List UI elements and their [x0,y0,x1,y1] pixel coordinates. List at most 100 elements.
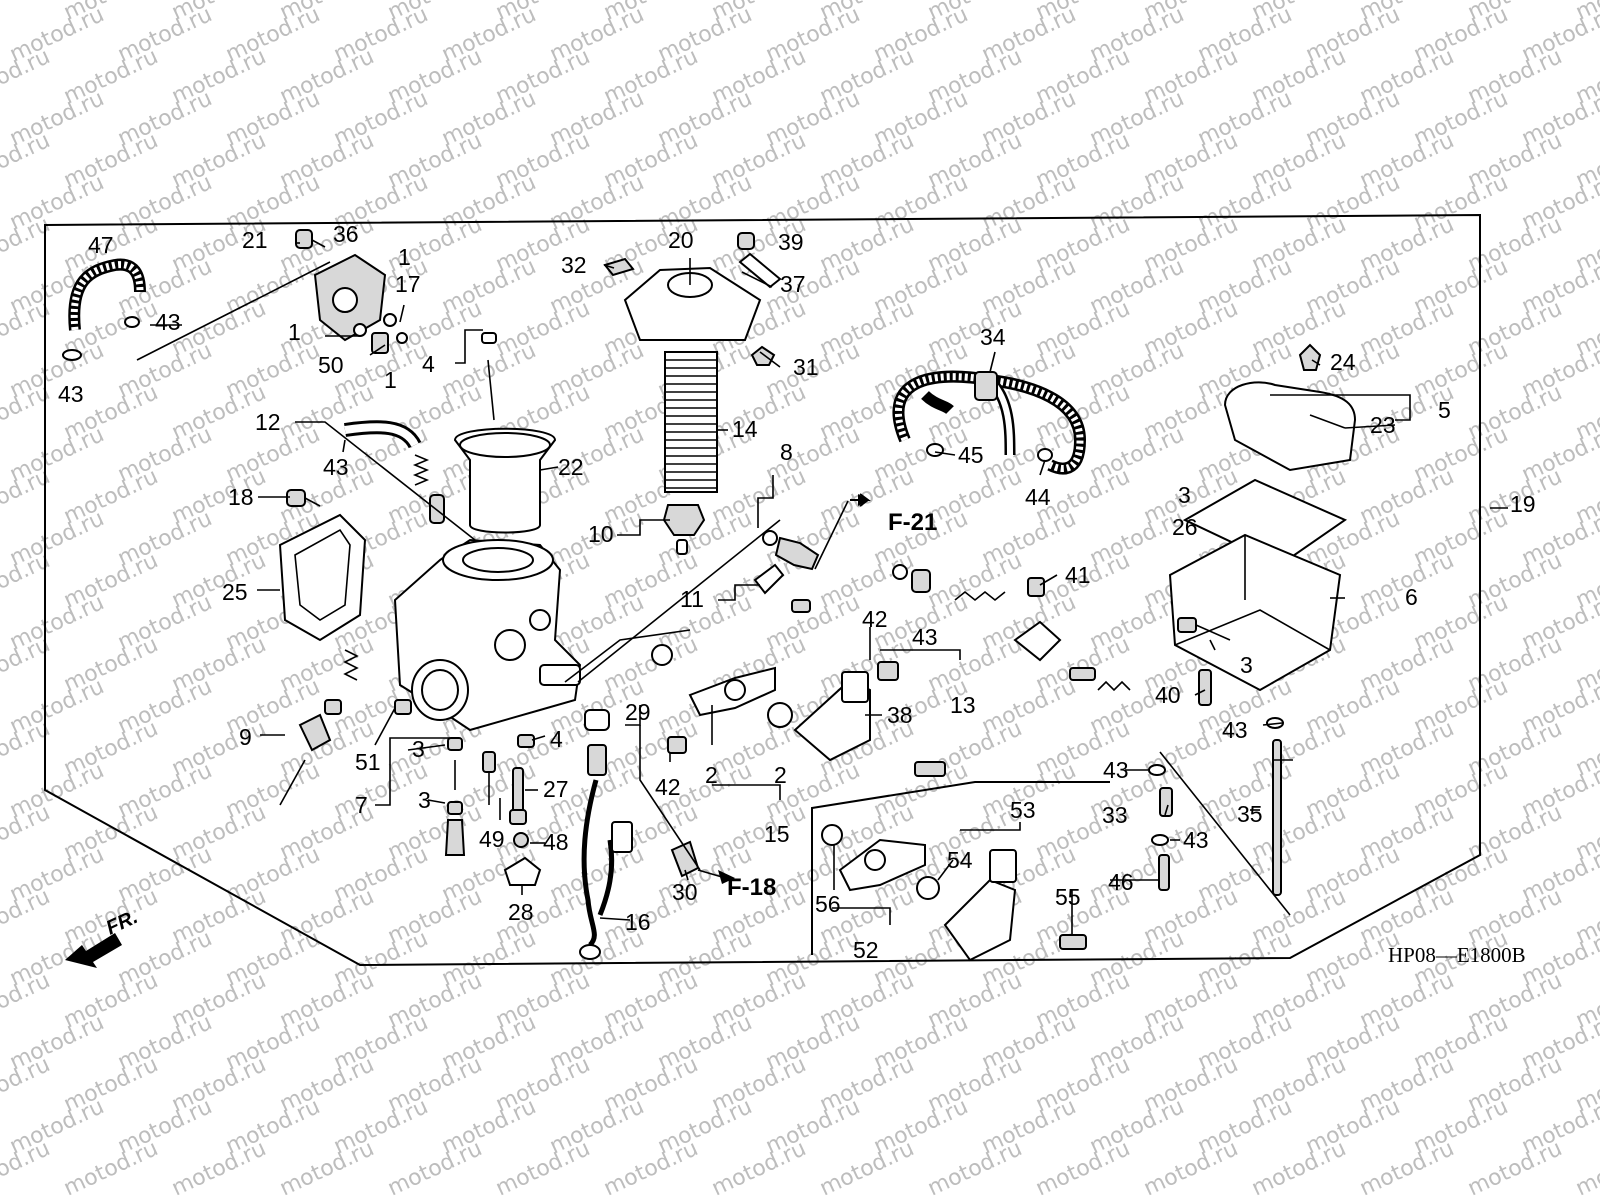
float-pin-23 [1309,414,1346,429]
sensor-subassembly-frame [811,781,1110,955]
callout-c13: 13 [950,692,976,718]
clip-43-d [1148,764,1166,776]
watermark-text: motod.ru [0,44,54,109]
callout-c53: 53 [1010,797,1036,823]
clip-43-shape-a [62,349,82,361]
callout-c20: 20 [668,227,694,253]
boot-29 [584,709,610,731]
washer-56 [821,824,843,846]
callout-c1b: 1 [288,319,301,345]
tube-46 [1158,854,1170,891]
callout-c26: 26 [1172,514,1198,540]
stay-37 [738,252,782,289]
callout-c49: 49 [479,826,505,852]
callout-c2a: 2 [705,762,718,788]
arrow-f18-head [718,870,735,884]
watermark-text: motod.ru [0,1136,54,1200]
callout-c27: 27 [543,776,569,802]
callout-c23: 23 [1370,412,1396,438]
callout-c22: 22 [558,454,584,480]
callout-c35: 35 [1237,801,1263,827]
clamp-11 [753,563,785,595]
callout-c55: 55 [1055,884,1081,910]
watermark-text: motod.ru [924,1136,1026,1200]
drain-screw-40 [1198,669,1212,706]
jet-50 [371,332,389,354]
callout-c32: 32 [561,252,587,278]
callout-c39: 39 [778,229,804,255]
watermark-text: motod.ru [1464,1136,1566,1200]
watermark-text: motod.ru [60,1136,162,1200]
watermark-text: motod.ru [1248,1136,1350,1200]
callout-c36: 36 [333,221,359,247]
plug-28 [503,856,542,886]
float-5 [1223,381,1357,472]
callout-c19: 19 [1510,491,1536,517]
callout-c34: 34 [980,324,1006,350]
watermark-text: motod.ru [0,1052,54,1117]
watermark-text: motod.ru [384,1136,486,1200]
callout-c4b: 4 [550,726,563,752]
pump-spring-13 [954,590,1006,602]
watermark-text: motod.ru [492,1136,594,1200]
callout-c33: 33 [1102,802,1128,828]
watermark-text: motod.ru [600,1136,702,1200]
callout-c47: 47 [88,232,114,258]
washer-54 [916,876,940,900]
screw-51 [394,699,412,715]
washer-2b [767,702,793,728]
watermark-text: motod.ru [1356,1136,1458,1200]
callout-c24: 24 [1330,349,1356,375]
compression-spring-14 [664,351,718,493]
callout-c6: 6 [1405,584,1418,610]
watermark-text: motod.ru [0,128,54,193]
screw-9 [279,759,306,806]
drain-tube-35 [1272,739,1282,896]
callout-c5: 5 [1438,397,1451,423]
watermark-text: motod.ru [708,1136,810,1200]
washer-2a [651,644,673,666]
watermark-text: motod.ru [276,1136,378,1200]
harness-16 [581,779,599,947]
callout-c46: 46 [1108,869,1134,895]
callout-c45: 45 [958,442,984,468]
watermark-text: motod.ru [1032,1136,1134,1200]
jet-needle [487,359,495,421]
spring-9 [343,649,359,681]
jet-4b [517,734,535,748]
screw-42b [667,736,687,754]
reference-ref-f21: F-21 [888,509,937,536]
o-ring-48 [513,832,529,848]
fitting-33 [1159,787,1173,817]
spring-12 [412,454,430,486]
watermark-text: motod.ru [0,800,54,865]
arrow-f21-head [858,494,868,506]
callout-c1c: 1 [384,367,397,393]
callout-c3c: 3 [412,736,425,762]
hose-34-stub [921,390,954,415]
jet-3a [447,737,463,751]
callout-c50: 50 [318,352,344,378]
watermark-text: motod.ru [1140,1136,1242,1200]
carburetor-top-cover-20 [623,266,762,341]
screw-21 [295,229,313,249]
callout-c31: 31 [793,354,819,380]
washer-13 [892,564,908,580]
clip-43-shape-b [124,316,140,328]
callout-c43f: 43 [1103,757,1129,783]
callout-c42b: 42 [655,774,681,800]
screw-38 [914,761,946,777]
callout-c44: 44 [1025,484,1051,510]
valve-9 [298,713,332,752]
needle-jet-7 [444,819,466,856]
pilot-jet-27 [512,767,524,814]
jet-3b [447,801,463,815]
callout-c2b: 2 [774,762,787,788]
callout-c1a: 1 [398,244,411,270]
pipe-8 [774,536,820,571]
callout-c37: 37 [780,271,806,297]
callout-c43b: 43 [58,381,84,407]
watermark-text: motod.ru [0,968,54,1033]
